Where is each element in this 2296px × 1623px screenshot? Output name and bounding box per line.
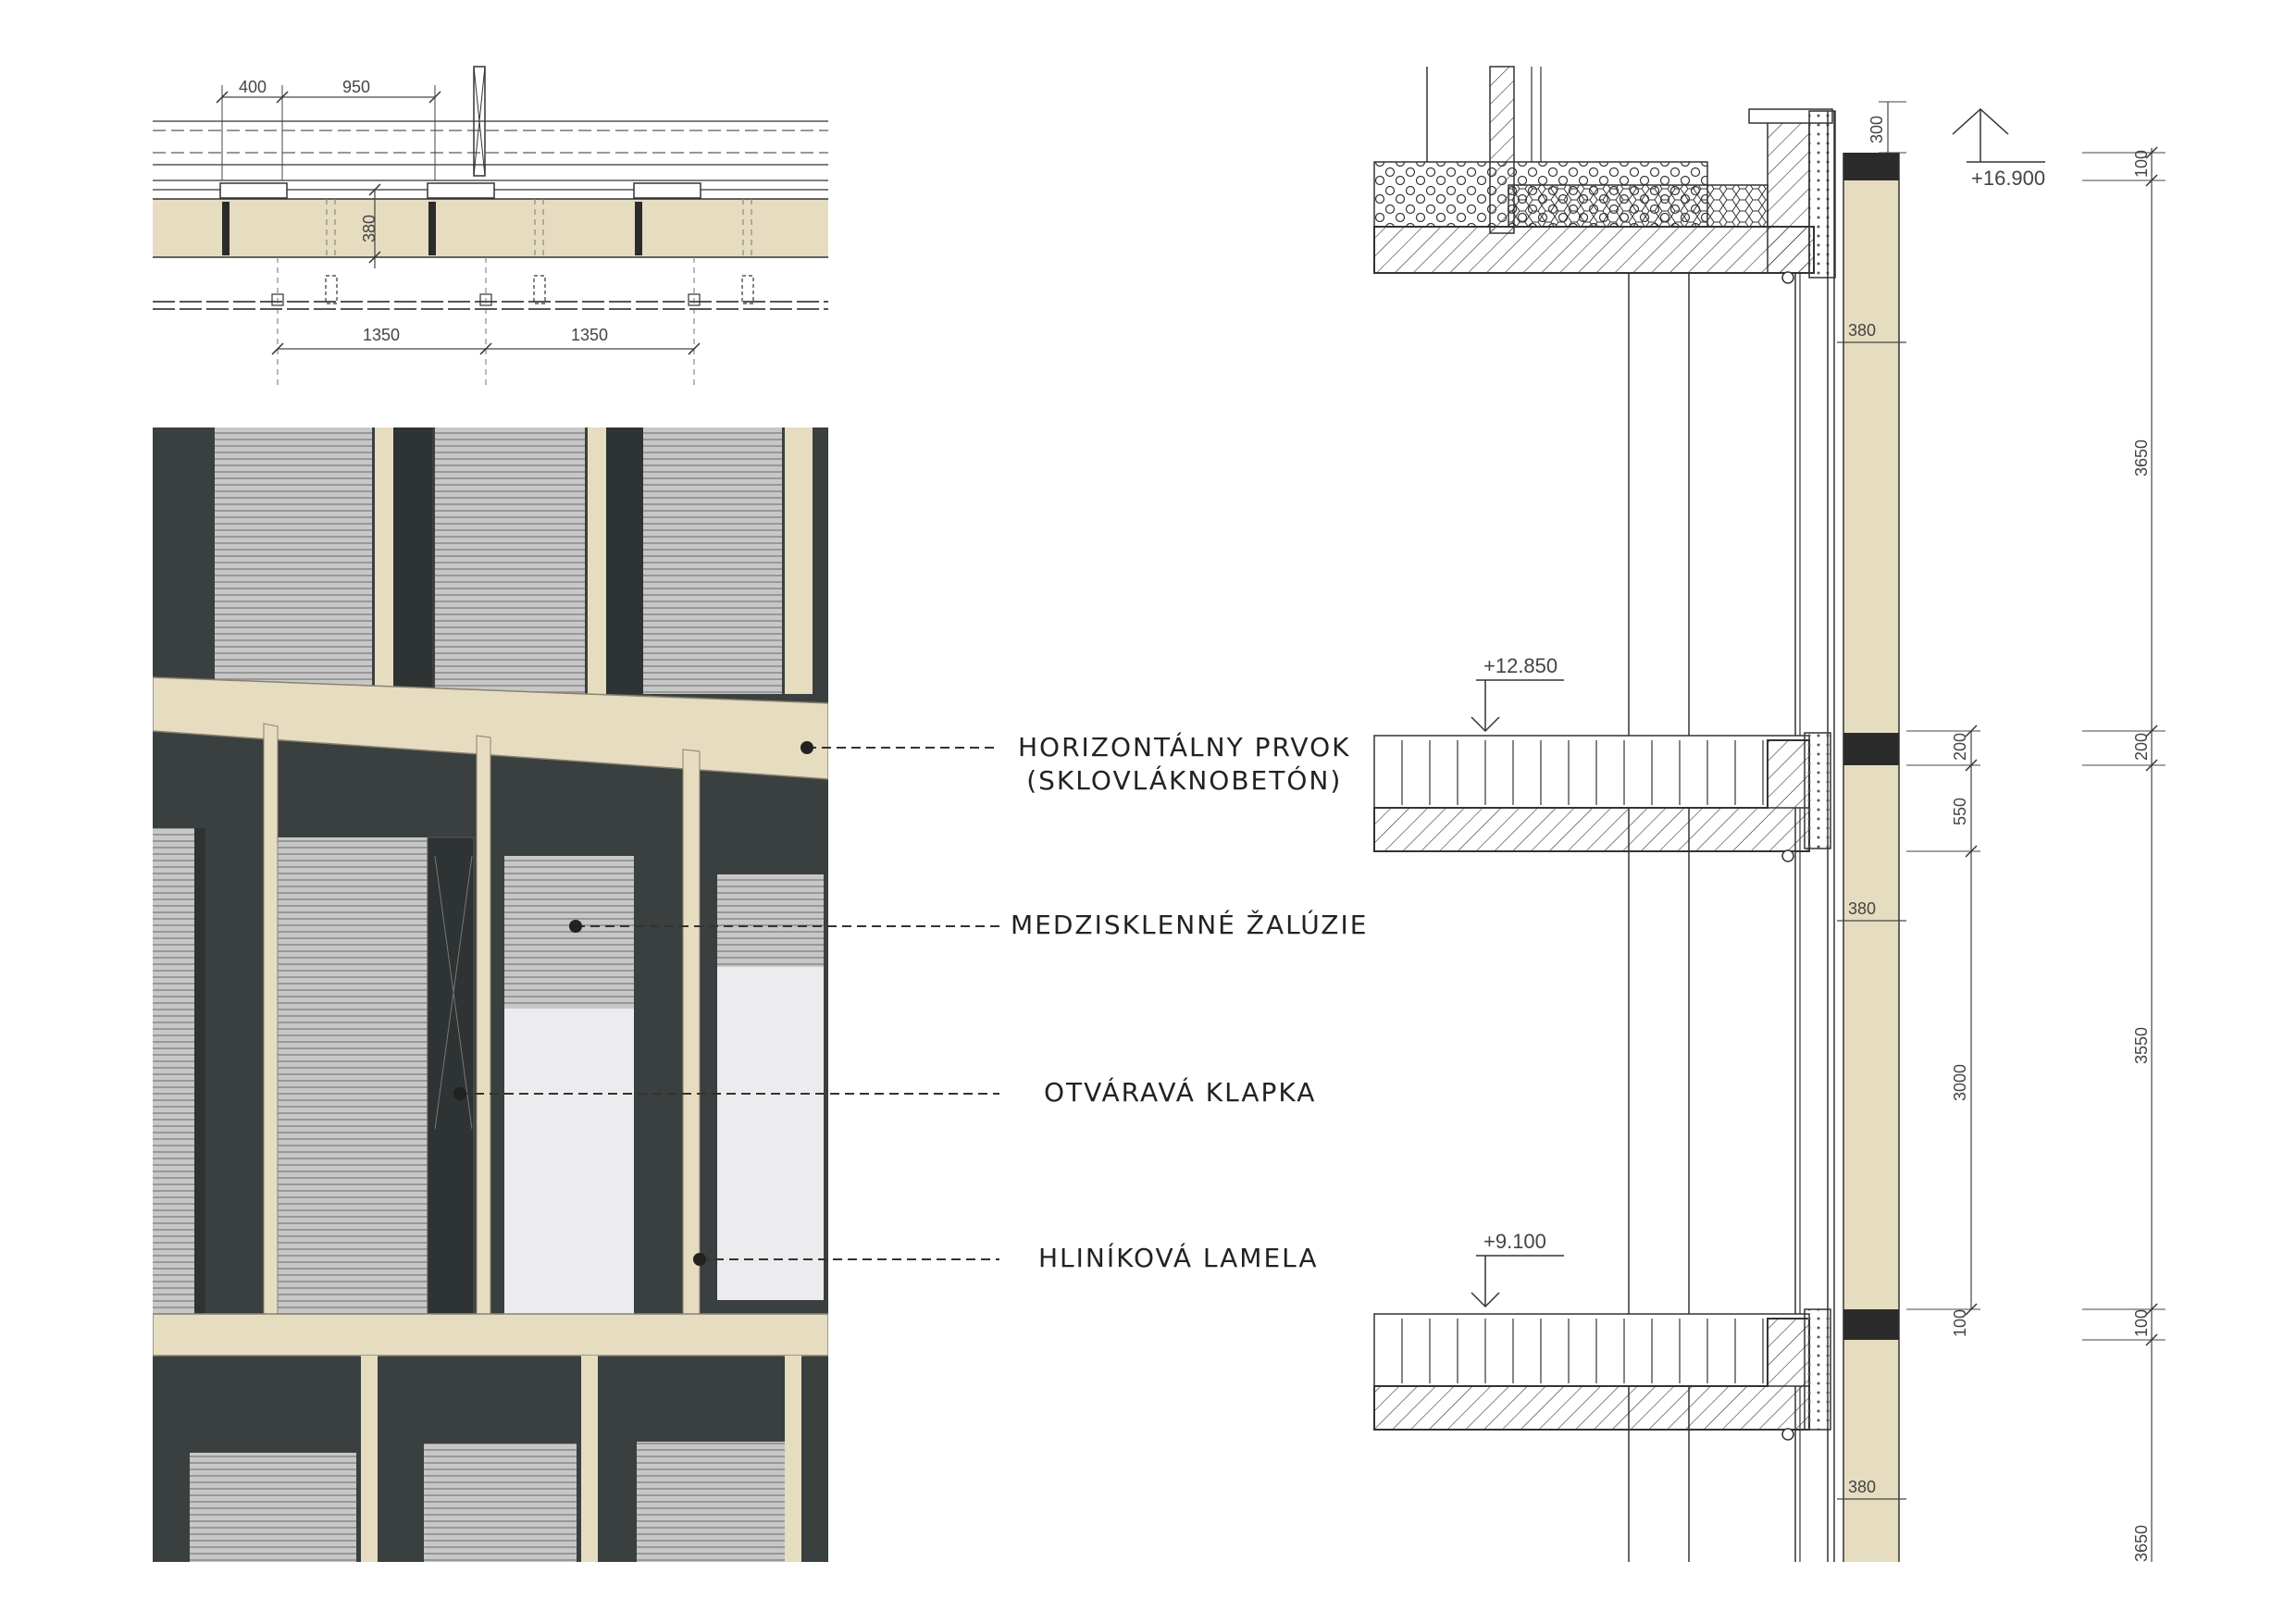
dim-3550: 3550 (2132, 1027, 2151, 1064)
callout-dots (453, 741, 813, 1266)
plan-dim-950: 950 (342, 78, 370, 96)
label-horizontal-element-line2: (SKLOVLÁKNOBETÓN) (1026, 765, 1343, 796)
plan-dim-1350-b: 1350 (571, 326, 608, 344)
dim-100-inner: 100 (1951, 1309, 1969, 1337)
plan-dim-1350-a: 1350 (363, 326, 400, 344)
label-horizontal-element-line1: HORIZONTÁLNY PRVOK (1018, 732, 1351, 762)
dim-100-top: 100 (2132, 150, 2151, 178)
level-9100: +9.100 (1483, 1230, 1546, 1253)
plan-dim-400: 400 (239, 78, 267, 96)
label-aluminium-lamella: HLINÍKOVÁ LAMELA (1038, 1243, 1319, 1273)
dim-200-inner: 200 (1951, 733, 1969, 761)
label-opening-flap: OTVÁRAVÁ KLAPKA (1044, 1077, 1317, 1108)
dim-300: 300 (1868, 116, 1886, 143)
panel-depth-1: 380 (1848, 321, 1876, 340)
plan-detail: 400 950 380 1350 1350 (153, 66, 828, 389)
wall-section: +16.900 +12.850 +9.100 380 380 380 300 2… (1373, 66, 2166, 1562)
dim-200-outer: 200 (2132, 733, 2151, 761)
label-between-glass-blinds: MEDZISKLENNÉ ŽALÚZIE (1011, 910, 1369, 940)
panel-depth-2: 380 (1848, 899, 1876, 918)
panel-depth-3: 380 (1848, 1478, 1876, 1496)
dim-3650-bottom: 3650 (2132, 1525, 2151, 1562)
dim-100-bottom: 100 (2132, 1309, 2151, 1337)
plan-dim-380: 380 (360, 215, 379, 242)
dim-3000: 3000 (1951, 1064, 1969, 1101)
facade-rendering (153, 427, 828, 1562)
level-12850: +12.850 (1483, 654, 1558, 677)
dim-550: 550 (1951, 798, 1969, 825)
level-16900: +16.900 (1971, 167, 2045, 190)
label-horizontal-element: HORIZONTÁLNY PRVOK (SKLOVLÁKNOBETÓN) (1018, 731, 1350, 798)
dim-3650-top: 3650 (2132, 440, 2151, 477)
callout-leaders (460, 747, 999, 1260)
